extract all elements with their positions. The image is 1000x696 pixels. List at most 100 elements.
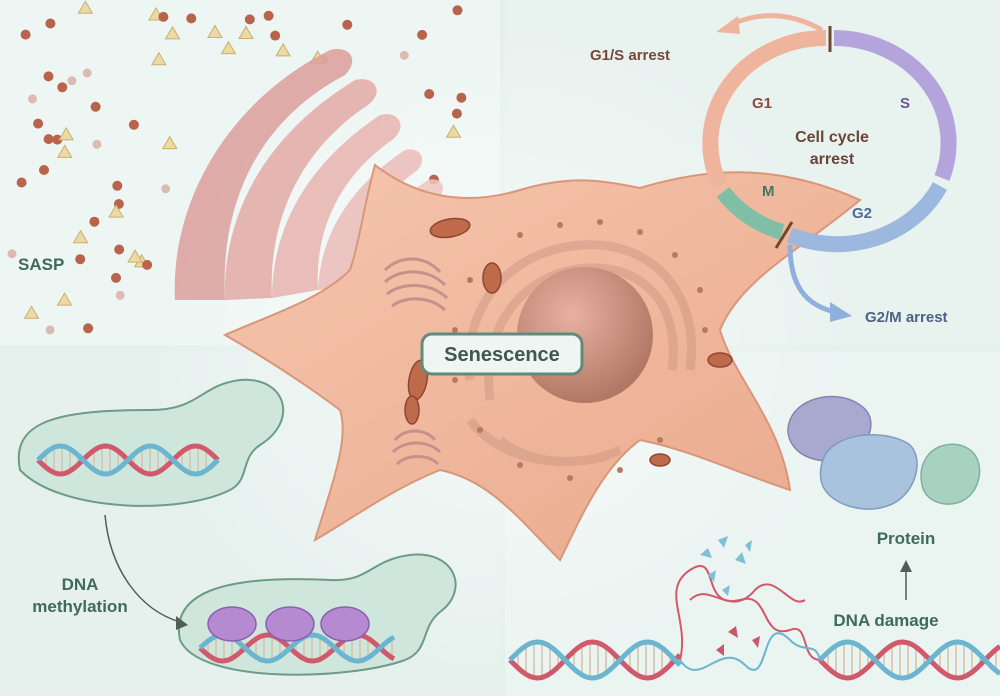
dna-fragments — [700, 536, 752, 596]
sasp-particle — [238, 25, 254, 40]
methylation-arrow — [104, 514, 181, 623]
damage-arrowhead — [900, 560, 912, 572]
sasp-particle — [52, 134, 63, 145]
sasp-particle — [161, 184, 171, 194]
mitochondria — [404, 217, 733, 467]
sasp-particle — [43, 71, 54, 82]
sasp-particle — [456, 92, 467, 103]
sasp-particle — [33, 118, 44, 129]
sasp-particle — [39, 165, 49, 175]
sasp-particle — [82, 68, 92, 78]
phase-m-label: M — [762, 183, 775, 200]
dna-damage-label: DNA damage — [833, 611, 938, 630]
sasp-particle — [75, 254, 86, 265]
protein-aggregate — [920, 443, 981, 505]
sasp-particle — [275, 42, 292, 57]
sasp-particle — [161, 135, 178, 150]
sasp-label: SASP — [18, 255, 64, 274]
phase-g1-label: G1 — [752, 95, 772, 112]
methyl-group — [265, 606, 315, 642]
sasp-particle — [92, 139, 102, 149]
g1s-arrest-label: G1/S arrest — [590, 47, 670, 64]
dna-strand — [508, 639, 682, 681]
sasp-particle — [20, 29, 31, 40]
cell-cycle-title-1: Cell cycle — [795, 129, 869, 146]
phase-g1-arc — [702, 29, 827, 189]
phase-g2-arc — [786, 182, 948, 253]
cell-cycle-diagram: G1 S M G2 Cell cycle arrest G1/S arrest … — [590, 13, 957, 326]
sasp-particle — [56, 292, 73, 306]
dna-strand — [508, 639, 682, 681]
sasp-particle — [399, 50, 409, 60]
sasp-particle — [28, 94, 37, 104]
sasp-particle — [142, 259, 153, 270]
dna-fragments-red — [716, 626, 760, 656]
sasp-particle — [56, 144, 73, 158]
sasp-particle — [45, 18, 56, 29]
methyl-group — [320, 606, 370, 642]
sasp-particle — [127, 249, 143, 263]
sasp-particle — [72, 229, 89, 244]
sasp-particle — [111, 272, 121, 283]
sasp-particle — [244, 14, 255, 25]
sasp-particle — [108, 204, 124, 218]
dna-strand — [36, 443, 220, 477]
cell-cycle-title-2: arrest — [810, 151, 855, 168]
methylation-label-2: methylation — [32, 597, 127, 616]
sasp-particle — [207, 24, 223, 39]
sasp-particle — [164, 25, 181, 40]
sasp-particle — [451, 108, 462, 119]
g1s-arrowhead — [716, 16, 740, 34]
sasp-particle — [158, 11, 169, 22]
golgi-small — [383, 257, 449, 466]
sasp-particle — [424, 89, 435, 99]
cell-outline-top — [17, 378, 285, 507]
sasp-particle — [114, 244, 125, 255]
g2m-arrowhead — [830, 302, 852, 322]
sasp-particle — [220, 40, 237, 55]
sasp-particle — [90, 101, 101, 112]
sasp-particle — [150, 51, 167, 66]
g1s-arrest-arrow — [731, 13, 824, 33]
sasp-particle — [77, 0, 94, 14]
g2m-arrest-arrow — [787, 244, 836, 315]
sasp-particle — [263, 10, 274, 21]
sasp-particle — [83, 323, 94, 334]
phase-s-arc — [833, 30, 957, 181]
dna-strand — [818, 639, 1000, 681]
damaged-strand — [689, 583, 806, 603]
sasp-particle — [89, 216, 100, 227]
ribosome-dots — [452, 219, 708, 481]
sasp-particle — [115, 290, 125, 300]
sasp-particle — [112, 180, 123, 191]
dna-helix-unmethylated — [36, 443, 220, 477]
senescence-text: Senescence — [444, 344, 560, 366]
sasp-particle — [452, 5, 463, 16]
sasp-particle — [342, 19, 353, 30]
sasp-particle — [7, 249, 17, 259]
damaged-strand — [679, 632, 821, 671]
sasp-particle — [57, 82, 68, 93]
sasp-particle — [16, 177, 27, 188]
dna-helix-damaged — [508, 564, 1000, 681]
sasp-particle — [417, 29, 428, 40]
damage-panel: Protein DNA damage — [508, 395, 1000, 681]
sasp-particle — [67, 76, 77, 86]
methylation-label-1: DNA — [62, 575, 99, 594]
methyl-groups — [207, 606, 370, 642]
phase-m-arc — [716, 186, 785, 240]
phase-s-label: S — [900, 95, 910, 112]
sasp-particle — [186, 13, 197, 24]
methylation-panel: DNA methylation — [17, 378, 457, 676]
sasp-particle — [45, 325, 55, 335]
protein-aggregate — [819, 434, 918, 510]
methyl-group — [207, 606, 257, 642]
sasp-particle — [128, 119, 139, 130]
sasp-particle — [23, 305, 40, 319]
sasp-particle — [445, 124, 462, 138]
g2m-arrest-label: G2/M arrest — [865, 309, 948, 326]
protein-label: Protein — [877, 529, 936, 548]
sasp-particle — [270, 30, 281, 41]
sasp-particle — [43, 134, 54, 145]
